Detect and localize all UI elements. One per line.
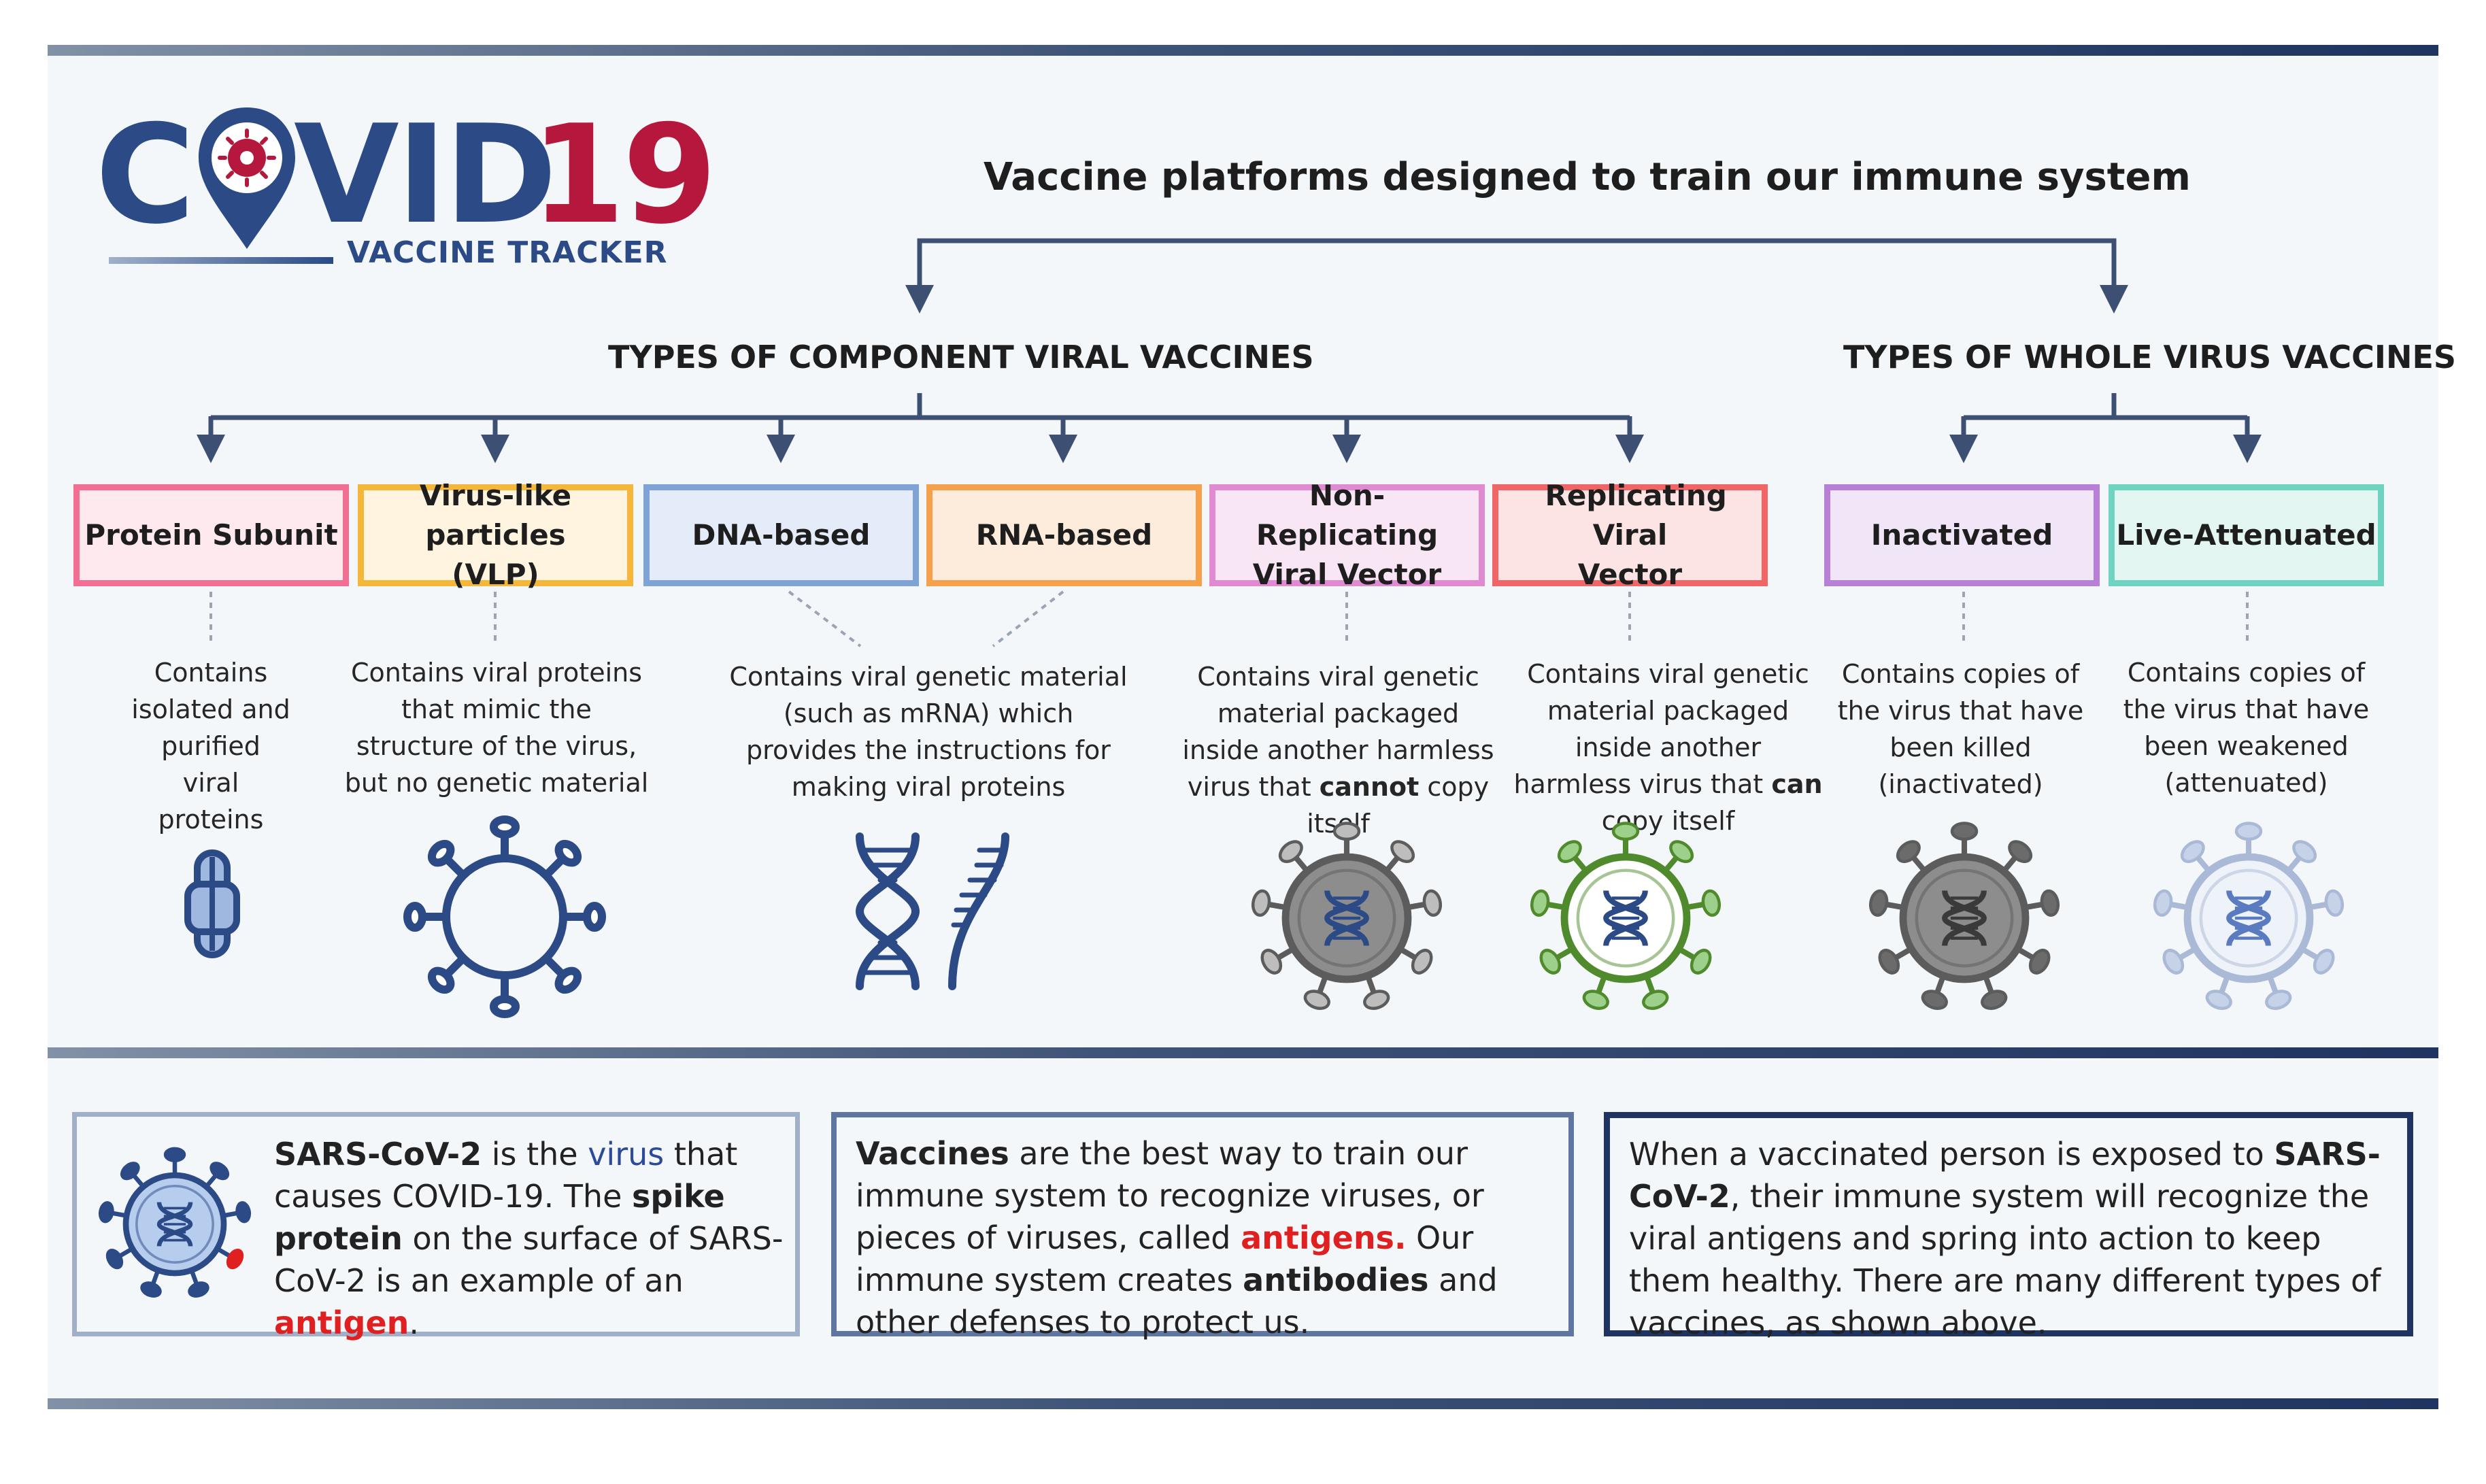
description-replicating: Contains viral genetic material packaged… [1513,659,1823,836]
dna-rna-icon [855,832,1009,990]
description-live-attenuated: Contains copies of the virus that have b… [2123,658,2370,798]
type-box-dna-based: DNA-based [643,484,919,586]
location-pin-icon [199,107,295,249]
type-box-vlp: Virus-like particles (VLP) [358,479,633,591]
description-protein-subunit: Contains isolated and purified viral pro… [131,658,290,834]
virus-like-particle-icon [403,815,606,1018]
description-non-replicating: Contains viral genetic material packaged… [1182,662,1494,839]
top-band [48,45,2438,56]
replicating-vector-virus-icon [1530,822,1721,1010]
type-box-replicating-viral-vector: Replicating Viral Vector [1492,479,1768,591]
info-box-vaccines: Vaccines are the best way to train our i… [831,1112,1574,1340]
type-box-rna-based: RNA-based [926,484,1202,586]
sars-cov-2-virus-icon [98,1147,252,1298]
logo-number-19: 19 [531,96,717,254]
logo-letters-vid: VID [294,96,557,254]
live-attenuated-virus-icon [2153,822,2345,1010]
whole-virus-vaccines-title: TYPES OF WHOLE VIRUS VACCINES [1843,339,2456,375]
info-box-immune-response: When a vaccinated person is exposed to S… [1604,1112,2413,1341]
logo-letter-c: C [95,96,195,254]
info-box-sars-cov-2: SARS-CoV-2 is the virus that causes COVI… [72,1112,800,1341]
type-box-inactivated: Inactivated [1824,484,2100,586]
bottom-band [48,1398,2438,1409]
description-nucleic-acid: Contains viral genetic material (such as… [729,662,1128,802]
inactivated-virus-icon [1868,822,2060,1010]
type-box-protein-subunit: Protein Subunit [73,484,349,586]
logo-underline [109,257,333,264]
protein-icon [184,849,240,958]
component-vaccines-title: TYPES OF COMPONENT VIRAL VACCINES [608,339,1314,375]
page-title: Vaccine platforms designed to train our … [984,155,2191,199]
non-replicating-vector-virus-icon [1251,822,1443,1010]
description-vlp: Contains viral proteins that mimic the s… [344,658,649,798]
description-inactivated: Contains copies of the virus that have b… [1837,659,2084,799]
middle-band [48,1047,2438,1058]
logo: C VID 19 VACCINE TRACKER [95,96,717,271]
logo-subtitle: VACCINE TRACKER [347,235,668,270]
type-box-non-replicating-viral-vector: Non-Replicating Viral Vector [1209,479,1485,591]
type-box-live-attenuated: Live-Attenuated [2109,484,2384,586]
